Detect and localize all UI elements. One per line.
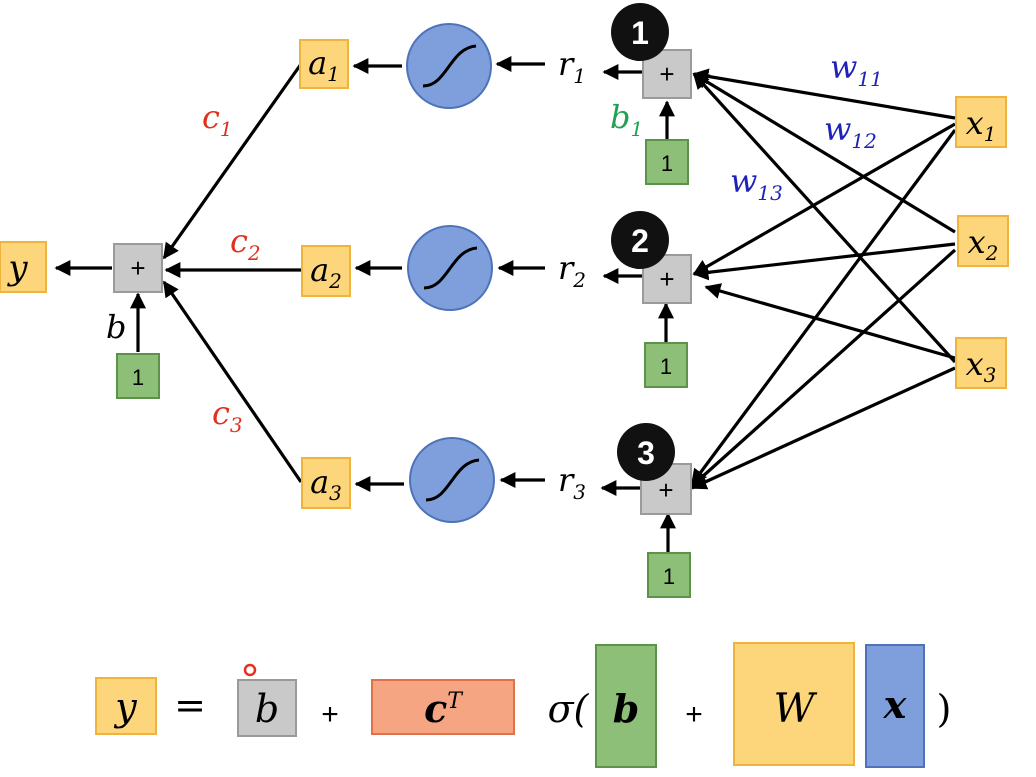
eq-plus-1: +: [321, 698, 339, 731]
eq-plus-2: +: [685, 698, 703, 731]
node-a1: a1: [299, 39, 349, 89]
eq-b-vector-box: [595, 644, 657, 768]
badge-3-label: 3: [637, 435, 655, 471]
edge-x3-to-sum2: [704, 283, 956, 360]
svg-text:a3: a3: [310, 463, 342, 505]
eq-x: x: [883, 682, 908, 727]
node-y-label: y: [6, 248, 28, 288]
w11-label: w11: [830, 48, 883, 91]
output-bias-one-label: 1: [132, 365, 144, 390]
node-a2: a2: [301, 245, 351, 297]
bias-one-node-3: 1: [647, 552, 691, 598]
badge-3: 3: [617, 423, 675, 481]
sigmoid-node-3: [409, 437, 495, 523]
svg-text:a1: a1: [308, 44, 340, 86]
node-a3: a3: [301, 457, 351, 509]
node-x1-box: [955, 96, 1007, 148]
c1-label: c1: [202, 98, 233, 141]
sum-node-1: +: [642, 49, 692, 99]
edge-x2-to-sum1: [692, 72, 956, 234]
badge-2: 2: [611, 211, 669, 269]
eq-x-box: [865, 644, 925, 768]
bias-one-node-2: 1: [644, 342, 688, 388]
edge-a3-to-sum: [162, 280, 303, 483]
b1-label: b1: [610, 98, 643, 141]
w12-label: w12: [824, 110, 877, 153]
bias-one-node-3-label: 1: [663, 564, 675, 589]
edge-x2-to-sum3: [690, 248, 957, 488]
output-sum-node: +: [113, 243, 163, 293]
x1-base: x: [966, 104, 984, 142]
badge-2-label: 2: [631, 223, 649, 259]
output-sum-plus: +: [130, 253, 145, 283]
badge-1-label: 1: [631, 15, 649, 51]
eq-W: W: [773, 686, 817, 732]
output-bias-one-node: 1: [116, 353, 160, 399]
eq-c-box: [371, 679, 515, 735]
sigmoid-node-2: [407, 225, 493, 311]
sum-node-3-plus: +: [658, 475, 673, 505]
eq-close: ): [937, 687, 952, 731]
equation: y = b + cT σ( b + W x ): [95, 642, 952, 768]
sum-node-1-plus: +: [659, 59, 674, 89]
node-y: y: [0, 241, 47, 293]
sigmoid-1-curve: [422, 44, 477, 88]
eq-b-scalar-box: [237, 679, 297, 737]
r1-label: r1: [558, 45, 586, 88]
c3-label: c3: [212, 394, 243, 437]
sigmoid-3-curve: [425, 458, 480, 502]
c2-label: c2: [230, 222, 261, 265]
bias-one-node-1: 1: [645, 139, 689, 185]
sigmoid-node-1: [406, 23, 492, 109]
x2-base: x: [968, 223, 986, 261]
bias-one-node-1-label: 1: [661, 151, 673, 176]
w13-label: w13: [730, 162, 783, 205]
r3-label: r3: [558, 461, 586, 504]
x2-sub: 2: [985, 241, 999, 265]
eq-y: y: [113, 685, 137, 729]
r2-label: r2: [558, 249, 586, 292]
sum-node-2-plus: +: [659, 264, 674, 294]
output-b-label: b: [106, 308, 126, 346]
node-x3: x3: [955, 337, 1007, 389]
node-x2-box: [957, 215, 1009, 267]
edge-x1-to-sum1: [692, 68, 956, 120]
edge-x3-to-sum1: [692, 72, 957, 364]
edge-x1-to-sum3: [690, 129, 957, 486]
x3-sub: 3: [984, 363, 997, 387]
eq-W-box: [733, 642, 855, 766]
node-x3-box: [955, 337, 1007, 389]
edges: [54, 56, 957, 552]
sigmoid-2-curve: [423, 246, 478, 290]
eq-equals: =: [174, 683, 206, 727]
eq-c: cT: [424, 686, 464, 731]
eq-y-box: [95, 677, 157, 735]
edge-x3-to-sum3: [690, 366, 956, 490]
x1-sub: 1: [984, 122, 997, 146]
x3-base: x: [966, 345, 984, 383]
edge-a1-to-sum: [162, 63, 303, 260]
svg-text:x3: x3: [966, 345, 997, 387]
cursor-dot-icon: [243, 663, 257, 677]
svg-text:x2: x2: [968, 223, 999, 265]
edge-x2-to-sum2: [692, 242, 956, 281]
eq-b-vector: b: [613, 686, 640, 731]
svg-text:a2: a2: [310, 251, 342, 293]
edge-x1-to-sum2: [692, 122, 956, 276]
eq-b-scalar: b: [255, 687, 279, 731]
node-x1: x1: [955, 96, 1007, 148]
sum-node-2: +: [642, 254, 692, 304]
node-x2: x2: [957, 215, 1009, 267]
badge-1: 1: [611, 3, 669, 61]
bias-one-node-2-label: 1: [660, 354, 672, 379]
svg-text:x1: x1: [966, 104, 997, 146]
eq-sigma-open: σ(: [548, 687, 590, 731]
